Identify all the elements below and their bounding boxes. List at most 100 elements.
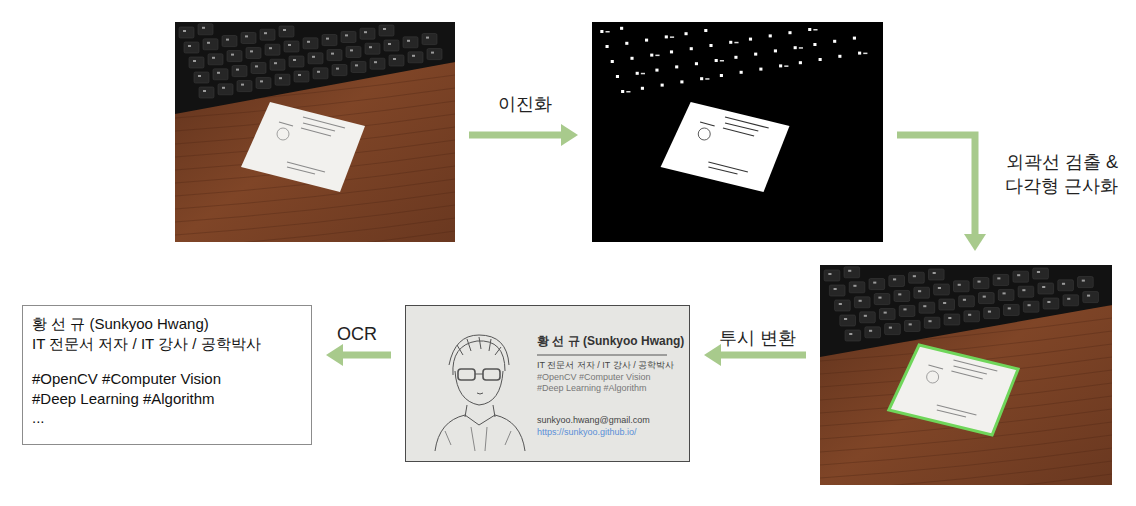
photo-part [245, 35, 248, 37]
photo-part [407, 40, 410, 42]
arrow-shaft [340, 352, 391, 359]
photo-part [959, 296, 975, 307]
photo-part [256, 77, 271, 88]
photo-part [226, 39, 229, 41]
binary-image-part [606, 31, 610, 33]
photo-part [246, 47, 261, 58]
photo-part [198, 75, 201, 77]
photo-part [175, 205, 455, 235]
arrow-shaft [897, 135, 975, 237]
photo-part [364, 31, 367, 33]
photo-part [260, 80, 263, 82]
photo-part [288, 44, 291, 46]
photo-part [346, 46, 361, 57]
warped-card-part [537, 355, 667, 356]
photo-part [938, 287, 941, 289]
photo-part [369, 46, 372, 48]
photo-part [218, 84, 233, 95]
photo-part [345, 34, 348, 36]
photo-part [241, 102, 365, 192]
photo-part [260, 29, 275, 40]
photo-part [953, 281, 969, 292]
binary-image-part [698, 128, 710, 140]
binary-image-part [784, 65, 788, 67]
warped-card-part-part [465, 405, 495, 417]
binary-image-part [858, 52, 861, 55]
photo-part [968, 314, 971, 316]
photo-part [389, 55, 404, 66]
photo-part [1017, 274, 1020, 276]
photo-part [839, 303, 842, 305]
photo-part [326, 38, 329, 40]
photo-part [194, 72, 209, 83]
photo-part [264, 32, 267, 34]
photo-part [983, 296, 986, 298]
photo-part [1022, 289, 1025, 291]
binary-image-part [606, 45, 609, 48]
photo-part [849, 333, 852, 335]
photo-part [860, 312, 876, 323]
photo-part [193, 60, 196, 62]
binary-image-part [592, 22, 883, 242]
photo-part [270, 59, 285, 70]
photo-part [279, 122, 293, 126]
card-email: sunkyoo.hwang@gmail.com [537, 415, 650, 425]
photo-part [834, 288, 837, 290]
card-tags: #Deep Learning #Algorithm [537, 383, 647, 393]
photo-part [251, 62, 266, 73]
photo-part [175, 22, 455, 114]
photo-part [287, 162, 325, 172]
photo-part [854, 297, 870, 308]
photo-part [422, 34, 437, 45]
photo-part [820, 461, 1112, 485]
photo-part [864, 315, 867, 317]
photo-part [848, 270, 851, 272]
photo-part [885, 324, 901, 335]
binary-image-part [621, 90, 624, 93]
binary-image-part [641, 73, 645, 75]
flow-arrow [326, 344, 391, 366]
photo-part [889, 327, 892, 329]
photo-part [909, 272, 925, 283]
photo-part [1003, 292, 1006, 294]
photo-part [250, 50, 253, 52]
photo-part [370, 58, 385, 69]
photo-part [383, 28, 386, 30]
photo-part [331, 53, 334, 55]
photo-part [1004, 304, 1020, 315]
photo-part [183, 30, 186, 32]
photo-part [312, 56, 315, 58]
binary-image-part [655, 55, 659, 57]
photo-part [283, 29, 286, 31]
photo-part [203, 90, 206, 92]
photo-part [198, 24, 213, 35]
photo-part [874, 294, 890, 305]
binary-image [592, 22, 883, 242]
photo [175, 22, 455, 242]
binary-image-part [740, 71, 743, 74]
photo-part [937, 405, 977, 415]
photo-part [277, 128, 289, 140]
photo-part [903, 308, 906, 310]
warped-card-part-part [483, 369, 500, 380]
photo-part [322, 35, 337, 46]
warped-card-part-part [435, 415, 525, 451]
photo-part [431, 52, 434, 54]
photo-part [350, 49, 353, 51]
photo-part [973, 278, 989, 289]
photo-part [313, 68, 328, 79]
photo-part [923, 305, 926, 307]
photo-part [878, 297, 881, 299]
warped-card-part [435, 335, 525, 451]
photo-part [212, 57, 215, 59]
binary-image-part [616, 75, 619, 78]
arrow-head [561, 124, 578, 146]
photo-part [951, 371, 982, 379]
binary-image-part [695, 62, 698, 65]
photo-part [408, 52, 423, 63]
arrow-shaft [469, 132, 564, 139]
photo-part [303, 38, 318, 49]
photo-part [820, 474, 1112, 485]
photo-part [255, 65, 258, 67]
binary-image-part [813, 29, 817, 31]
